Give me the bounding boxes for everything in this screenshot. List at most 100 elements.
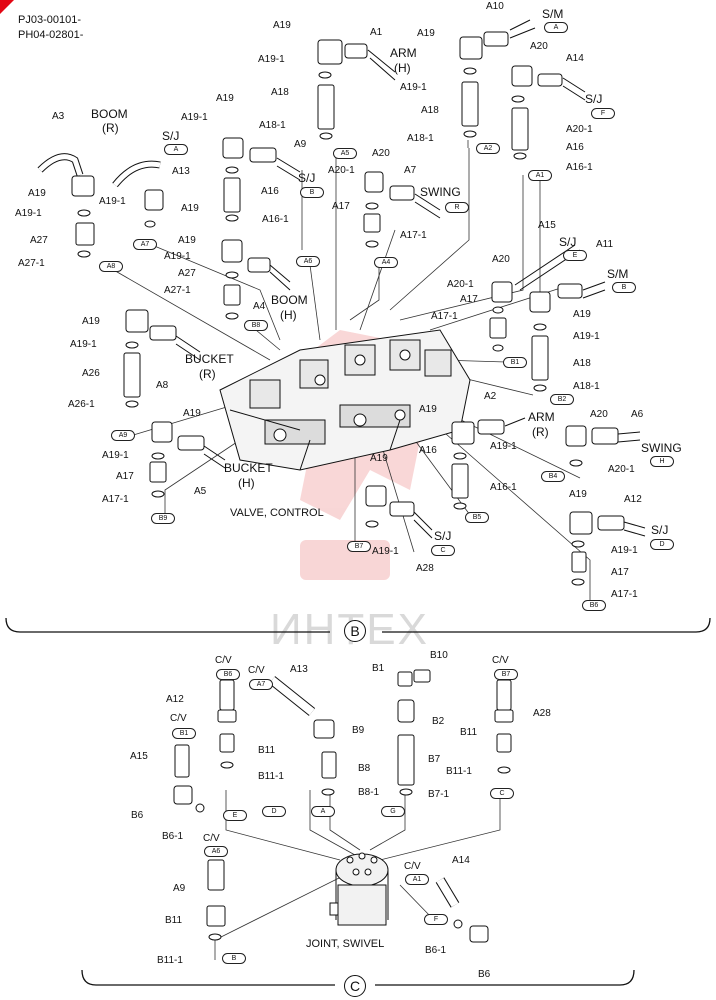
label-arm-r-suffix: (R) [532,425,549,439]
label-cv: C/V [215,655,232,666]
label-a4: A4 [253,301,266,312]
label-a16: A16 [419,445,437,456]
port-tag: E [223,810,247,821]
label-cv: C/V [248,665,265,676]
label-a13: A13 [172,166,190,177]
label-bucket-r-suffix: (R) [199,367,216,381]
label-a17: A17 [460,294,478,305]
label-a19-1: A19-1 [181,112,208,123]
label-swing-r: SWING [420,185,461,199]
section-marker-b: B [344,620,366,642]
label-a19-1: A19-1 [573,331,600,342]
label-a7: A7 [404,165,417,176]
port-tag: F [591,108,615,119]
port-tag: B7 [347,541,371,552]
label-a9: A9 [294,139,307,150]
label-boom-r: BOOM [91,107,128,121]
label-a18: A18 [421,105,439,116]
label-a18: A18 [573,358,591,369]
port-tag: C [431,545,455,556]
section-c-frame [81,969,635,986]
label-b11-1: B11-1 [446,766,472,777]
label-arm-h: ARM [390,46,417,60]
port-tag: B9 [151,513,175,524]
label-a26-1: A26-1 [68,399,95,410]
label-cv: C/V [404,861,421,872]
label-a28: A28 [533,708,551,719]
port-tag: D [650,539,674,550]
label-a16-1: A16-1 [262,214,289,225]
port-tag: A1 [528,170,552,181]
caption-swivel-joint: JOINT, SWIVEL [306,938,385,950]
label-bucket-r: BUCKET [185,352,234,366]
part-number-line-2: PH04-02801- [18,29,84,41]
label-a19-1: A19-1 [15,208,42,219]
port-tag: B1 [503,357,527,368]
port-tag: A5 [333,148,357,159]
label-b8: B8 [358,763,371,774]
leader-lines-b [104,140,591,606]
label-a6: A6 [631,409,644,420]
port-tag: A7 [249,679,273,690]
label-a17: A17 [332,201,350,212]
label-b6-1: B6-1 [162,831,184,842]
label-arm-r: ARM [528,410,555,424]
label-a18-1: A18-1 [407,133,434,144]
fittings-b [37,19,646,586]
label-sj: S/J [162,129,180,143]
port-tag: A [311,806,335,817]
label-a9: A9 [173,883,186,894]
port-tag: B6 [582,600,606,611]
label-boom-r-suffix: (R) [102,121,119,135]
label-a20-1: A20-1 [447,279,474,290]
label-a18: A18 [271,87,289,98]
label-a19: A19 [181,203,199,214]
label-a19: A19 [370,453,388,464]
label-a5: A5 [194,486,207,497]
label-a20-1: A20-1 [608,464,635,475]
port-tag: B4 [541,471,565,482]
label-a19: A19 [573,309,591,320]
label-a16-1: A16-1 [566,162,593,173]
label-b1: B1 [372,663,385,674]
port-tag: B1 [172,728,196,739]
label-a20: A20 [492,254,510,265]
label-a19: A19 [569,489,587,500]
label-a14: A14 [452,855,470,866]
port-tag: A9 [111,430,135,441]
label-b10: B10 [430,650,448,661]
port-tag: R [445,202,469,213]
label-a8: A8 [156,380,169,391]
port-tag: B2 [550,394,574,405]
label-a12: A12 [166,694,184,705]
label-a10: A10 [486,1,504,12]
label-a19: A19 [178,235,196,246]
label-b2: B2 [432,716,445,727]
label-sm: S/M [542,7,564,21]
label-a19: A19 [82,316,100,327]
label-sj: S/J [651,523,669,537]
label-bucket-h-suffix: (H) [238,476,255,490]
label-a27-1: A27-1 [164,285,191,296]
label-a17: A17 [116,471,134,482]
label-a1: A1 [370,27,383,38]
label-a19: A19 [28,188,46,199]
port-tag: D [262,806,286,817]
section-b-frame [5,617,711,633]
part-number-line-1: PJ03-00101- [18,14,81,26]
label-b11-1: B11-1 [258,771,284,782]
label-a3: A3 [52,111,65,122]
port-tag: A7 [133,239,157,250]
port-tag: A [164,144,188,155]
label-b11: B11 [460,727,478,738]
label-a18-1: A18-1 [259,120,286,131]
label-a28: A28 [416,563,434,574]
label-a27: A27 [30,235,48,246]
port-tag: A4 [374,257,398,268]
label-a19: A19 [273,20,291,31]
label-cv: C/V [170,713,187,724]
label-boom-h: BOOM [271,293,308,307]
label-b6-1: B6-1 [425,945,447,956]
